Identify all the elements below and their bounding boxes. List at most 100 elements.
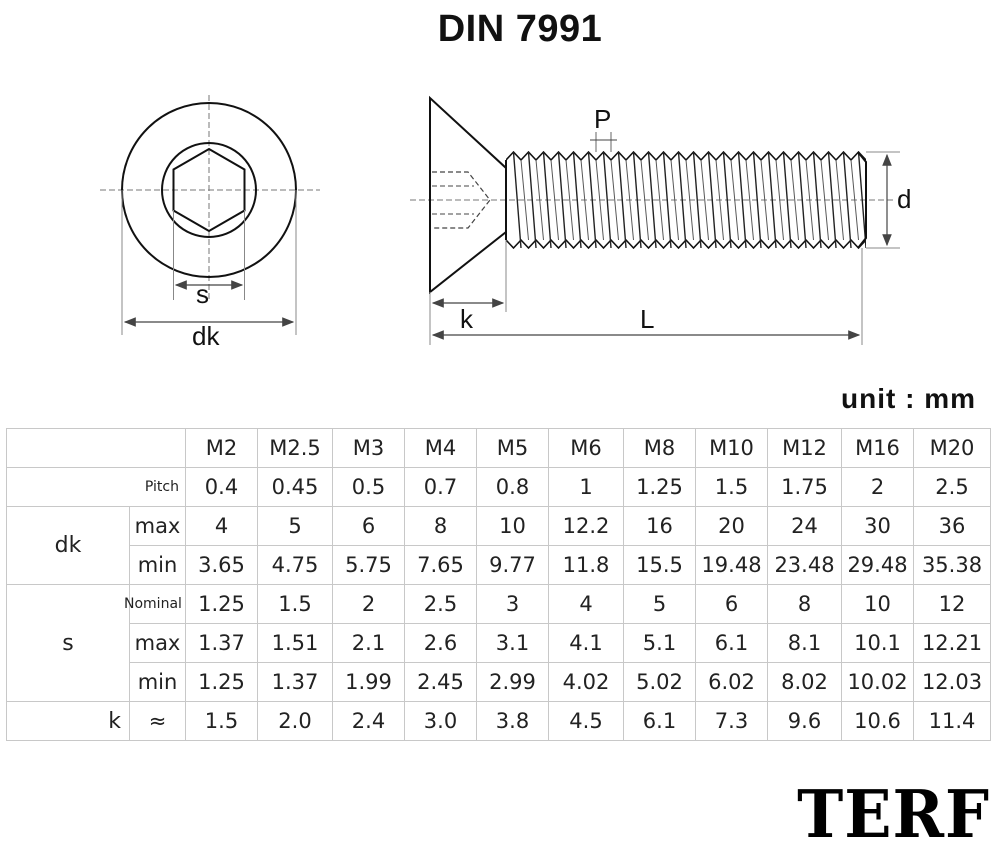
- dk-dimension-label: dk: [192, 321, 220, 351]
- k-cell: 4.5: [548, 701, 624, 741]
- dk-min-cell: 7.65: [404, 545, 477, 585]
- k-cell: 1.5: [185, 701, 258, 741]
- dk-max-cell: 6: [332, 506, 405, 546]
- s-nominal-cell: 1.25: [185, 584, 258, 624]
- s-min-cell: 1.37: [257, 662, 333, 702]
- size-cell: M3: [332, 428, 405, 468]
- s-nominal-cell: 12: [913, 584, 991, 624]
- s-min-cell: 1.25: [185, 662, 258, 702]
- pitch-cell: 1: [548, 467, 624, 507]
- dk-max-cell: 16: [623, 506, 696, 546]
- s-max-cell: 5.1: [623, 623, 696, 663]
- s-min-row: min 1.25 1.37 1.99 2.45 2.99 4.02 5.02 6…: [7, 662, 991, 702]
- s-max-cell: 1.51: [257, 623, 333, 663]
- unit-label: unit : mm: [841, 383, 976, 414]
- dk-min-cell: 4.75: [257, 545, 333, 585]
- pitch-cell: 1.75: [767, 467, 842, 507]
- dk-min-row: min 3.65 4.75 5.75 7.65 9.77 11.8 15.5 1…: [7, 545, 991, 585]
- k-cell: 11.4: [913, 701, 991, 741]
- pitch-cell: 2: [841, 467, 914, 507]
- size-cell: M2: [185, 428, 258, 468]
- size-cell: M10: [695, 428, 768, 468]
- dk-min-cell: 23.48: [767, 545, 842, 585]
- size-cell: M16: [841, 428, 914, 468]
- brand-logo: TERF: [797, 776, 990, 853]
- size-cell: M20: [913, 428, 991, 468]
- pitch-cell: 1.5: [695, 467, 768, 507]
- l-dimension-label: L: [640, 304, 654, 334]
- size-cell: M6: [548, 428, 624, 468]
- s-max-cell: 2.1: [332, 623, 405, 663]
- thread-body: [506, 150, 866, 250]
- size-cell: M12: [767, 428, 842, 468]
- pitch-label: Pitch: [6, 467, 186, 507]
- k-approx-label: ≈: [129, 701, 186, 741]
- k-group-label: k: [6, 701, 130, 741]
- s-min-cell: 4.02: [548, 662, 624, 702]
- k-cell: 9.6: [767, 701, 842, 741]
- dk-max-cell: 12.2: [548, 506, 624, 546]
- s-min-cell: 1.99: [332, 662, 405, 702]
- s-min-cell: 10.02: [841, 662, 914, 702]
- screw-drawing: s dk P d k L: [100, 95, 911, 351]
- dk-max-cell: 8: [404, 506, 477, 546]
- s-max-cell: 3.1: [476, 623, 549, 663]
- top-view: s dk: [100, 95, 320, 351]
- corner-cell: [6, 428, 186, 468]
- dk-min-cell: 9.77: [476, 545, 549, 585]
- s-nominal-cell: 10: [841, 584, 914, 624]
- s-min-cell: 5.02: [623, 662, 696, 702]
- dimension-table: M2 M2.5 M3 M4 M5 M6 M8 M10 M12 M16 M20 P…: [6, 428, 991, 741]
- s-nominal-cell: 4: [548, 584, 624, 624]
- s-max-cell: 8.1: [767, 623, 842, 663]
- k-cell: 2.0: [257, 701, 333, 741]
- s-max-cell: 4.1: [548, 623, 624, 663]
- pitch-cell: 0.8: [476, 467, 549, 507]
- s-nominal-cell: 2.5: [404, 584, 477, 624]
- dk-min-cell: 5.75: [332, 545, 405, 585]
- dk-max-cell: 4: [185, 506, 258, 546]
- s-nominal-row: s Nominal 1.25 1.5 2 2.5 3 4 5 6 8 10 12: [6, 584, 991, 702]
- pitch-cell: 0.4: [185, 467, 258, 507]
- pitch-cell: 0.45: [257, 467, 333, 507]
- size-cell: M2.5: [257, 428, 333, 468]
- s-max-cell: 6.1: [695, 623, 768, 663]
- dk-max-cell: 30: [841, 506, 914, 546]
- pitch-cell: 0.7: [404, 467, 477, 507]
- dk-min-cell: 11.8: [548, 545, 624, 585]
- s-nominal-cell: 3: [476, 584, 549, 624]
- dk-max-cell: 5: [257, 506, 333, 546]
- s-min-cell: 2.45: [404, 662, 477, 702]
- s-min-cell: 12.03: [913, 662, 991, 702]
- s-nominal-cell: 6: [695, 584, 768, 624]
- d-dimension-label: d: [897, 184, 911, 214]
- s-min-label: min: [129, 662, 186, 702]
- s-group-label: s: [6, 584, 130, 702]
- s-min-cell: 6.02: [695, 662, 768, 702]
- k-cell: 2.4: [332, 701, 405, 741]
- s-max-cell: 2.6: [404, 623, 477, 663]
- s-nominal-cell: 5: [623, 584, 696, 624]
- k-cell: 3.0: [404, 701, 477, 741]
- dk-max-cell: 20: [695, 506, 768, 546]
- dk-min-cell: 29.48: [841, 545, 914, 585]
- s-max-cell: 10.1: [841, 623, 914, 663]
- s-max-cell: 12.21: [913, 623, 991, 663]
- dk-max-cell: 24: [767, 506, 842, 546]
- pitch-cell: 1.25: [623, 467, 696, 507]
- k-row: k ≈ 1.5 2.0 2.4 3.0 3.8 4.5 6.1 7.3 9.6 …: [6, 701, 991, 741]
- s-min-cell: 8.02: [767, 662, 842, 702]
- dk-min-cell: 15.5: [623, 545, 696, 585]
- pitch-cell: 0.5: [332, 467, 405, 507]
- dk-max-row: dk max 4 5 6 8 10 12.2 16 20 24 30 36: [6, 506, 991, 585]
- k-cell: 10.6: [841, 701, 914, 741]
- k-dimension-label: k: [460, 304, 474, 334]
- size-header-row: M2 M2.5 M3 M4 M5 M6 M8 M10 M12 M16 M20: [6, 428, 991, 468]
- size-cell: M8: [623, 428, 696, 468]
- s-max-label: max: [129, 623, 186, 663]
- side-view: P d k L: [410, 95, 911, 345]
- size-cell: M4: [404, 428, 477, 468]
- hex-socket-icon: [172, 147, 246, 233]
- dk-max-cell: 36: [913, 506, 991, 546]
- k-cell: 3.8: [476, 701, 549, 741]
